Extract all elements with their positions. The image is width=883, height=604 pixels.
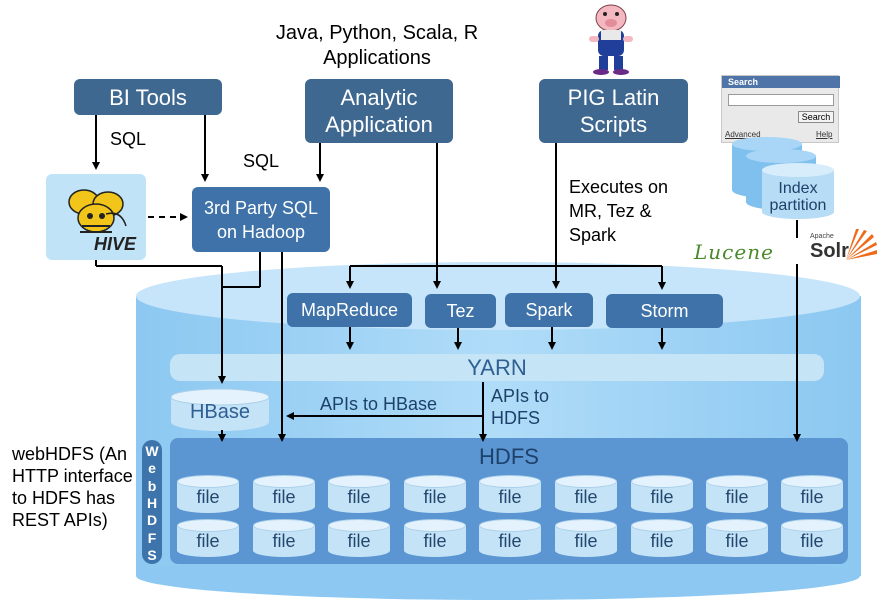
engine-storm: Storm [606,294,723,328]
search-widget-advanced[interactable]: Advanced [725,130,761,139]
file-cylinder: file [631,519,693,557]
file-label: file [272,531,296,551]
file-cylinder: file [404,475,466,513]
file-cylinder: file [328,519,390,557]
webhdfs-letter: W [145,442,159,459]
apis-to-hdfs-label: APIs to HDFS [491,386,550,428]
yarn-bar: YARN [170,354,824,381]
engine-spark: Spark [505,293,593,327]
file-label: file [800,487,824,507]
hive-bee-icon [68,189,127,233]
webhdfs-letter: H [146,494,158,511]
third-party-sql-box: 3rd Party SQL on Hadoop [192,187,330,252]
index-partition-label: Index partition [769,180,827,214]
file-cylinder: file [631,475,693,513]
webhdfs-letter: e [148,460,156,477]
engine-tez: Tez [425,294,496,328]
file-cylinder: file [479,519,541,557]
analytic-application-box: Analytic Application [305,79,453,143]
pig-latin-box: PIG Latin Scripts [539,79,688,143]
search-widget-title: Search [722,76,840,88]
webhdfs-letter: D [146,512,158,529]
file-label: file [347,531,371,551]
search-widget-input[interactable] [728,94,834,106]
file-label: file [650,531,674,551]
apis-to-hbase-label: APIs to HBase [320,394,438,414]
hbase-cylinder [170,388,270,431]
file-label: file [650,487,674,507]
file-cylinder: file [555,519,617,557]
file-label: file [423,531,447,551]
languages-text: Java, Python, Scala, R Applications [275,22,479,69]
file-label: file [725,531,749,551]
webhdfs-note: webHDFS (An HTTP interface to HDFS has R… [12,444,133,530]
file-label: file [196,487,220,507]
hbase-label: HBase [189,400,251,423]
file-label: file [347,487,371,507]
webhdfs-letter: b [147,477,157,494]
file-cylinder: file [706,475,768,513]
file-cylinder: file [781,475,843,513]
file-cylinder: file [177,519,239,557]
file-label: file [725,487,749,507]
webhdfs-letter: S [147,547,157,564]
search-widget: Search Search Advanced Help [721,75,840,143]
file-cylinder: file [479,475,541,513]
solr-logo: Solr [810,240,849,262]
file-label: file [423,487,447,507]
file-label: file [272,487,296,507]
file-cylinder: file [555,475,617,513]
file-cylinder: file [706,519,768,557]
hdfs-label: HDFS [479,444,539,469]
search-widget-help[interactable]: Help [816,130,833,139]
hive-logo-text: HIVE [94,234,137,254]
pig-mascot-icon [589,4,633,75]
file-cylinder: file [404,519,466,557]
file-label: file [800,531,824,551]
sql-label-bi: SQL [110,129,147,149]
file-label: file [498,487,522,507]
search-widget-button[interactable]: Search [798,111,834,123]
index-partition-cylinders [732,137,834,219]
webhdfs-letter: F [147,529,157,546]
engine-mapreduce: MapReduce [287,293,412,327]
bi-tools-box: BI Tools [74,79,222,115]
file-cylinder: file [253,475,315,513]
file-label: file [574,531,598,551]
executes-on-text: Executes on MR, Tez & Spark [569,177,669,245]
file-cylinder: file [253,519,315,557]
solr-sun-icon [846,229,877,260]
file-label: file [498,531,522,551]
file-label: file [574,487,598,507]
webhdfs-bar [142,440,162,564]
file-cylinder: file [177,475,239,513]
file-cylinder: file [328,475,390,513]
file-cylinder: file [781,519,843,557]
lucene-logo: Lucene [694,240,774,264]
apache-label: Apache [810,233,834,240]
file-label: file [196,531,220,551]
hive-logo: HIVE [46,174,146,260]
sql-label-third-party: SQL [243,151,280,171]
